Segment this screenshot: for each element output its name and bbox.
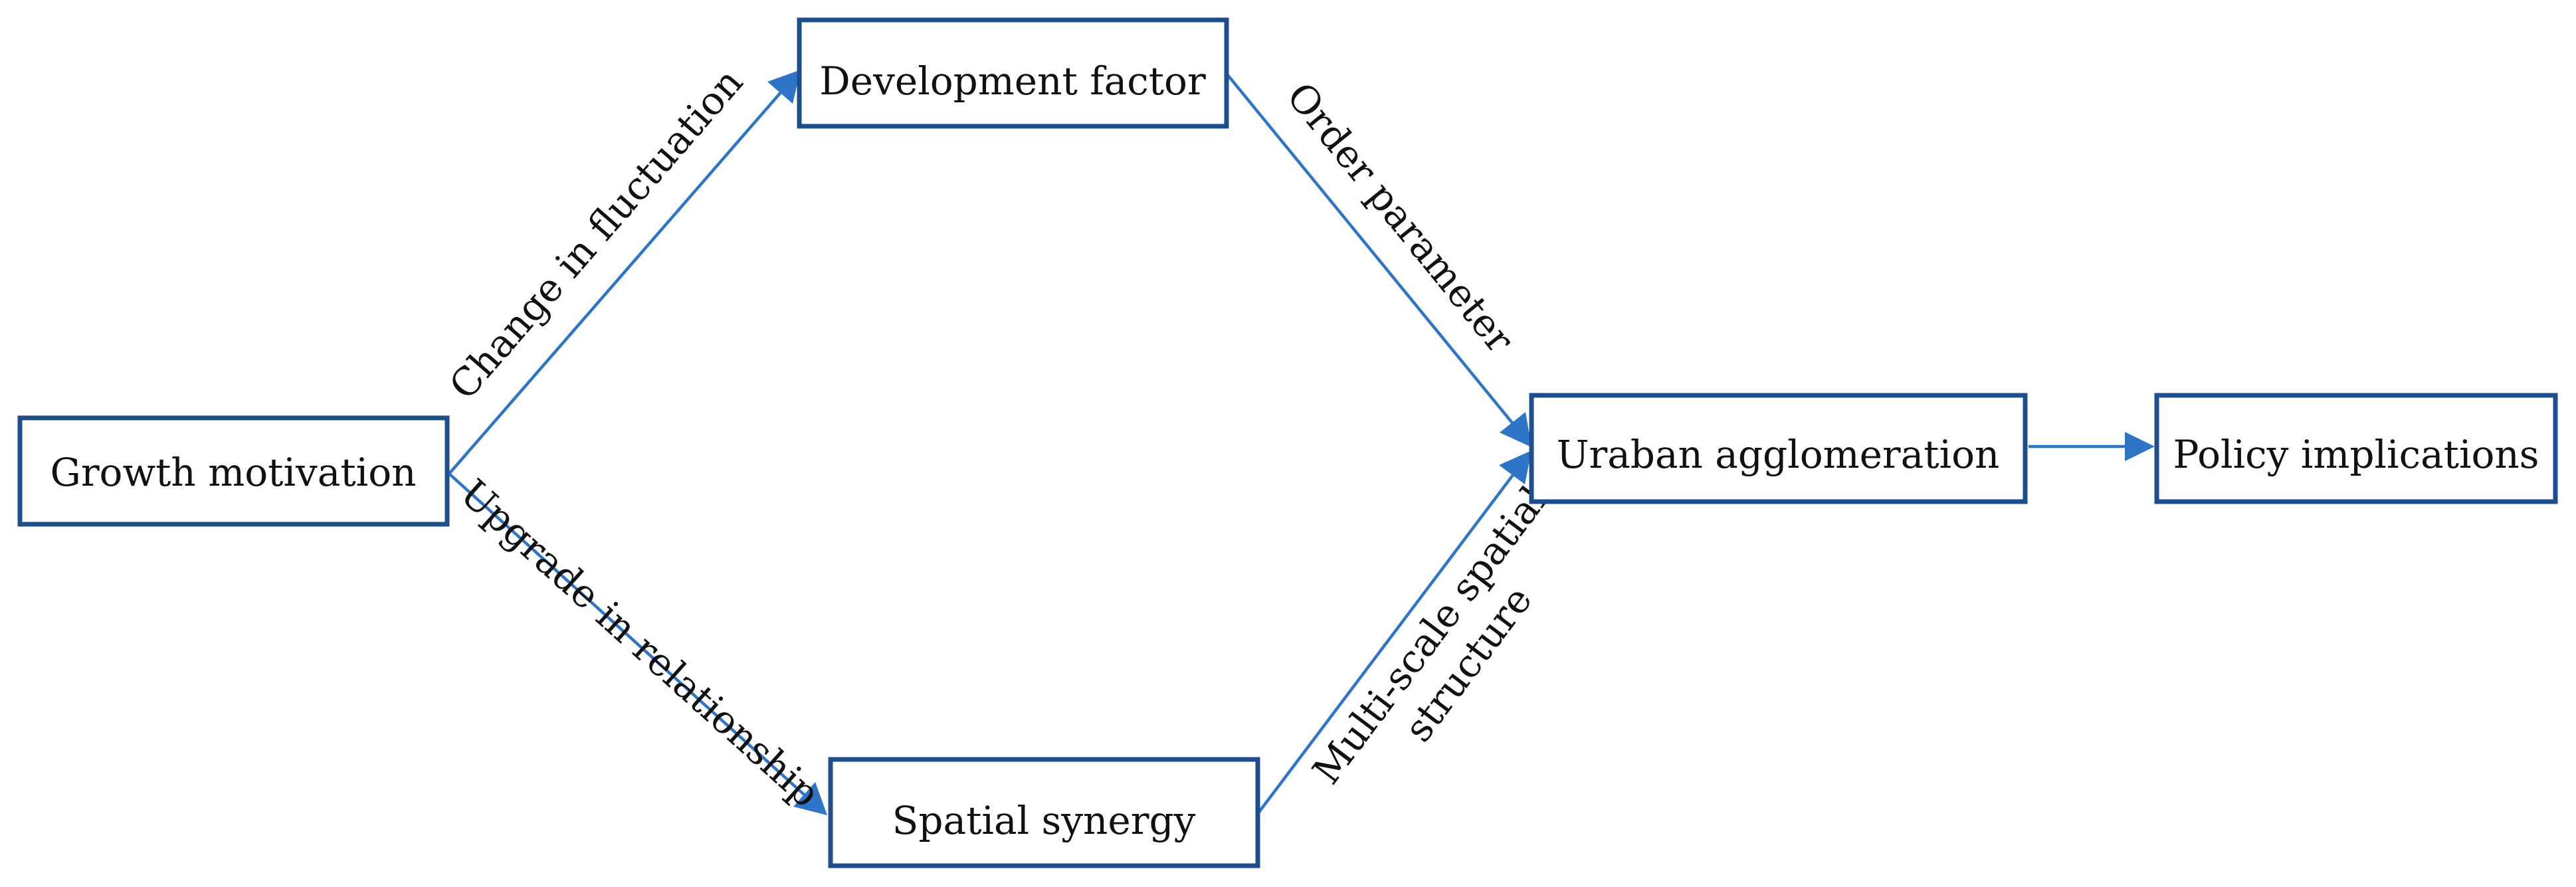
node-uraban-agglomeration: Uraban agglomeration [1529,393,2028,504]
node-label-growth-motivation: Growth motivation [50,450,417,495]
node-label-policy-implications: Policy implications [2173,432,2539,477]
node-label-spatial-synergy: Spatial synergy [892,798,1196,843]
arrowhead-policy [2125,432,2155,461]
edge-label-order-parameter: Order parameter [1278,74,1523,361]
arrowhead-spatial [793,782,827,815]
node-growth-motivation: Growth motivation [17,415,450,527]
node-label-development-factor: Development factor [819,58,1206,104]
edge-growth-to-development [448,85,787,475]
node-label-uraban-agglomeration: Uraban agglomeration [1557,432,2000,477]
edge-development-to-urban [1226,73,1518,430]
arrowhead-development [767,70,801,104]
edge-label-change-in-fluctuation: Change in fluctuation [441,60,751,408]
node-development-factor: Development factor [797,17,1229,129]
edge-label-multi-scale-spatial-structure: Multi-scale spatial structure [1304,478,1556,792]
edge-spatial-to-urban [1258,468,1518,813]
edge-growth-to-spatial [448,472,811,801]
arrowhead-urban-top [1500,412,1532,447]
node-policy-implications: Policy implications [2154,393,2558,504]
node-spatial-synergy: Spatial synergy [828,757,1260,868]
arrowhead-urban-bottom [1499,450,1532,484]
edge-label-upgrade-in-relationship: Upgrade in relationship [452,470,829,816]
